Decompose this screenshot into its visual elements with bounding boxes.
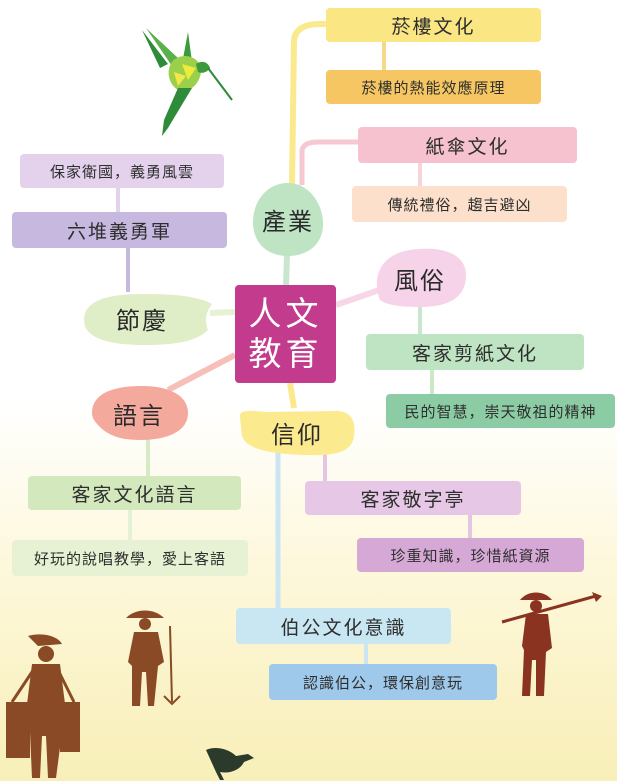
branch-belief: 信仰 bbox=[271, 420, 323, 449]
bird-silhouette-icon bbox=[206, 748, 254, 780]
hakka-papercut-detail: 民的智慧，崇天敬祖的精神 bbox=[386, 394, 615, 428]
belief-blob-shape bbox=[239, 410, 355, 456]
branch-custom: 風俗 bbox=[394, 266, 446, 295]
hakka-papercut-culture: 客家剪紙文化 bbox=[366, 334, 584, 370]
worker-silhouette-icon bbox=[501, 592, 602, 696]
center-line-1: 人文 bbox=[248, 294, 323, 333]
festival-blob-shape bbox=[84, 294, 212, 345]
six-heap-militia: 六堆義勇軍 bbox=[12, 212, 227, 248]
custom-blob-shape bbox=[376, 248, 466, 307]
six-heap-militia-detail: 保家衛國，義勇風雲 bbox=[20, 154, 224, 188]
industry-blob-shape bbox=[253, 183, 324, 256]
hakka-word-pavilion: 客家敬字亭 bbox=[305, 481, 521, 515]
tobacco-barn-culture: 菸樓文化 bbox=[326, 8, 541, 42]
center-line-2: 教育 bbox=[248, 334, 323, 373]
hakka-language-detail: 好玩的說唱教學，愛上客語 bbox=[12, 540, 248, 576]
paper-umbrella-detail: 傳統禮俗，趨吉避凶 bbox=[352, 186, 567, 222]
center-topic: 人文 教育 bbox=[235, 285, 336, 383]
bogong-culture: 伯公文化意識 bbox=[236, 608, 451, 644]
tobacco-barn-detail: 菸樓的熱能效應原理 bbox=[326, 70, 541, 104]
hummingbird-icon bbox=[142, 28, 233, 136]
farmer-silhouette-icon bbox=[126, 610, 181, 706]
hakka-language: 客家文化語言 bbox=[28, 476, 241, 510]
paper-umbrella-culture: 紙傘文化 bbox=[358, 127, 577, 163]
branch-industry: 產業 bbox=[262, 207, 314, 236]
language-blob-shape bbox=[92, 386, 188, 440]
hakka-word-pavilion-detail: 珍重知識，珍惜紙資源 bbox=[357, 538, 584, 572]
porter-silhouette-icon bbox=[6, 634, 80, 778]
branch-language: 語言 bbox=[113, 401, 165, 430]
branch-festival: 節慶 bbox=[116, 306, 168, 335]
bogong-culture-detail: 認識伯公，環保創意玩 bbox=[269, 664, 497, 700]
